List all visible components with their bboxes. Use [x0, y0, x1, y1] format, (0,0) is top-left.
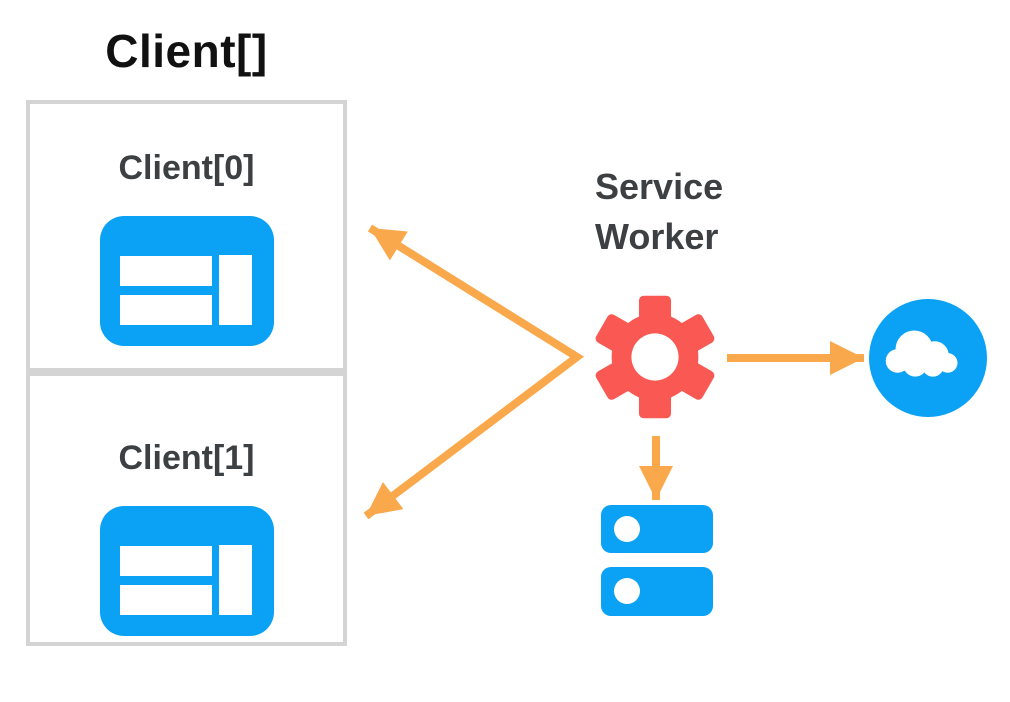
gear-icon — [595, 295, 715, 419]
client-1-label: Client[1] — [118, 439, 255, 477]
service-worker-label-line1: Service — [595, 166, 724, 207]
diagram-title: Client[] — [105, 25, 268, 77]
service-worker-label-line2: Worker — [595, 216, 719, 257]
database-icon — [601, 505, 713, 616]
cloud-icon — [869, 299, 987, 417]
arrow-serviceworker-to-clients — [363, 224, 585, 520]
service-worker-label: Service Worker — [595, 162, 723, 262]
browser-window-icon — [99, 216, 274, 346]
client-0-box: Client[0] — [26, 100, 347, 372]
browser-window-icon — [99, 506, 274, 636]
client-1-box: Client[1] — [26, 372, 347, 646]
client-0-label: Client[0] — [118, 149, 255, 187]
